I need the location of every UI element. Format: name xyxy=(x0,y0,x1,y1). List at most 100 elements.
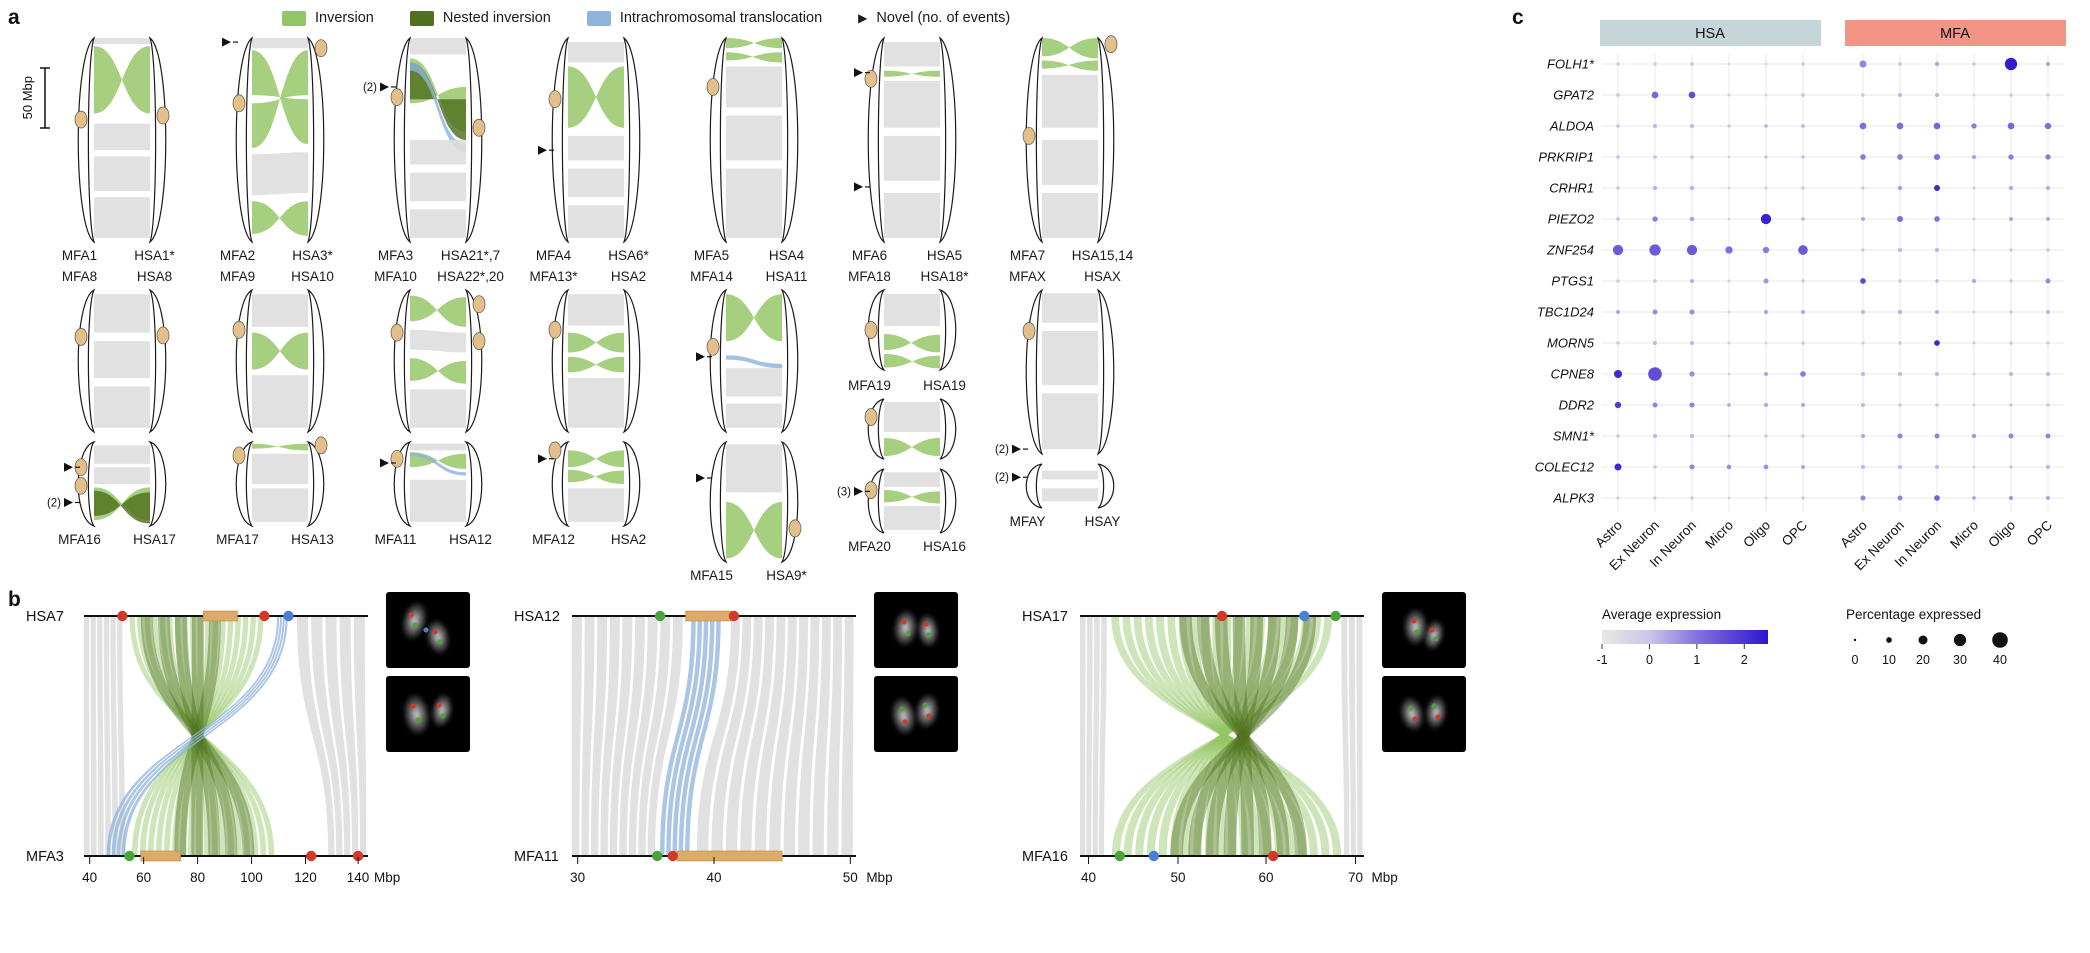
expression-dot xyxy=(2009,279,2013,283)
centromere-mark xyxy=(864,481,878,499)
scale-bar-bracket xyxy=(40,67,50,129)
chromosome-label-right: HSA15,14 xyxy=(1071,248,1134,263)
synteny-block xyxy=(884,193,940,238)
expression-dot xyxy=(1689,371,1695,377)
chromosome-outline-left xyxy=(551,36,570,244)
gene-label: TBC1D24 xyxy=(1537,305,1594,320)
b-top-label: HSA17 xyxy=(1022,609,1068,625)
b-syntenic-band xyxy=(1348,616,1356,856)
expression-dot xyxy=(1971,154,1977,160)
chromosome-outline-right xyxy=(306,440,325,528)
expression-dot xyxy=(1727,93,1731,97)
b-translocation-band xyxy=(116,616,285,856)
inversion-ribbon xyxy=(568,356,624,373)
centromere-mark xyxy=(232,94,246,113)
bac-probe-dot-red xyxy=(728,610,740,622)
fish-signal-dot-green xyxy=(1431,703,1437,709)
expression-dot xyxy=(1689,185,1695,191)
centromere-mark xyxy=(156,106,170,125)
chromosome-outline-left xyxy=(551,440,570,528)
expression-dot xyxy=(1652,123,1658,129)
centromere-mark xyxy=(390,323,404,342)
b-inversion-band xyxy=(1144,616,1307,856)
translocation-ribbon xyxy=(410,62,466,153)
pct-legend-title: Percentage expressed xyxy=(1846,607,1981,622)
b-axis-tick-label: 60 xyxy=(1259,870,1274,885)
expression-dot xyxy=(1689,123,1695,129)
b-inversion-band xyxy=(188,616,211,856)
synteny-block xyxy=(1042,488,1098,502)
expression-dot xyxy=(1972,341,1976,345)
b-syntenic-band xyxy=(638,616,671,856)
novel-event-arrow-icon xyxy=(380,82,389,92)
expression-dot xyxy=(1727,124,1731,128)
fish-signal-dot-blue xyxy=(423,627,429,633)
synteny-block xyxy=(94,467,150,484)
chromosome-outline-right xyxy=(148,288,167,434)
b-bottom-label: MFA3 xyxy=(26,849,64,865)
chromosome-label-right: HSA11 xyxy=(765,269,808,284)
expression-dot xyxy=(1972,403,1976,407)
synteny-svg xyxy=(1022,35,1118,244)
expression-dot xyxy=(1972,310,1976,314)
b-syntenic-band xyxy=(1356,616,1363,856)
synteny-block xyxy=(94,294,150,333)
translocation-swatch xyxy=(586,10,611,26)
novel-event-arrow-icon xyxy=(854,68,863,78)
synteny-block xyxy=(94,123,150,151)
b-syntenic-band xyxy=(1099,616,1107,856)
fish-signal-dot-green xyxy=(1433,636,1439,642)
b-axis-tick-label: 100 xyxy=(240,870,263,885)
expression-dot xyxy=(1689,402,1695,408)
expression-dot xyxy=(1616,434,1620,438)
centromere-mark xyxy=(788,519,802,538)
fish-signal-dot-red xyxy=(408,612,414,618)
fish-signal-dot-red xyxy=(902,719,908,725)
chromosome-outline-right xyxy=(622,440,641,528)
chromosome-outline-right xyxy=(780,36,799,244)
expression-dot xyxy=(1612,244,1624,256)
bac-probe-dot-green xyxy=(654,610,666,622)
inversion-ribbon xyxy=(568,450,624,468)
b-inversion-band xyxy=(1216,616,1232,856)
b-syntenic-band xyxy=(725,616,763,856)
b-inversion-band xyxy=(1205,616,1243,856)
expression-dot xyxy=(1727,434,1731,438)
expression-legend-title: Average expression xyxy=(1602,607,1721,622)
b-inversion-band xyxy=(1212,616,1237,856)
expression-dot xyxy=(1971,123,1977,129)
chromosome-outline-right xyxy=(306,36,325,244)
bac-probe-dot-green xyxy=(1114,850,1125,862)
pct-legend-label: 10 xyxy=(1882,653,1896,667)
chromosome-label-right: HSA2 xyxy=(610,269,647,284)
b-syntenic-band xyxy=(353,616,367,856)
b-translocation-band xyxy=(678,616,715,856)
expression-dot xyxy=(1616,155,1620,159)
chromosome-label-left: MFA10 xyxy=(374,269,417,284)
gene-label: PTGS1 xyxy=(1551,274,1594,289)
chromosome-outline-right xyxy=(622,36,641,244)
expression-dot xyxy=(1727,372,1731,376)
expression-dot xyxy=(1933,153,1941,161)
expression-dot xyxy=(1764,124,1768,128)
synteny-block xyxy=(1042,293,1098,323)
expression-dot xyxy=(1686,244,1698,256)
expression-dot xyxy=(1934,61,1940,67)
expression-dot xyxy=(1727,279,1731,283)
chromosome-outline-right xyxy=(939,398,957,460)
novel-event-arrow-icon xyxy=(1012,444,1021,454)
chromosome-blob xyxy=(915,611,941,649)
b-bottom-label: MFA11 xyxy=(514,849,559,865)
b-axis-tick-label: 40 xyxy=(1081,870,1096,885)
chromosome-label-right: HSA5 xyxy=(926,248,963,263)
